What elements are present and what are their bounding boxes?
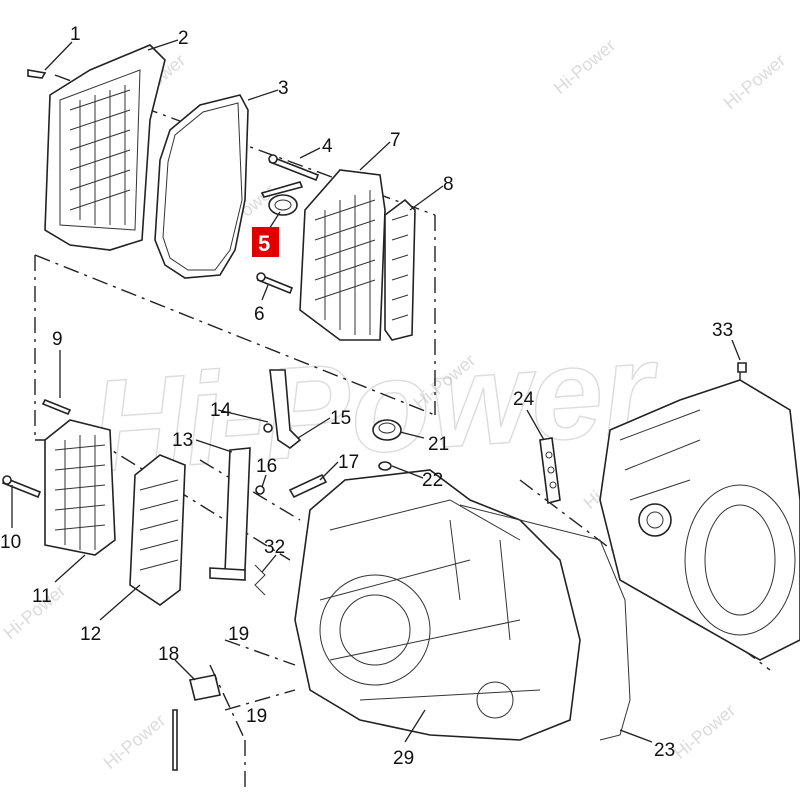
watermark-small: Hi-Power (100, 710, 170, 773)
callout-13: 13 (172, 430, 193, 451)
callout-15: 15 (330, 408, 351, 429)
callout-33: 33 (712, 320, 733, 341)
bolt-6 (256, 272, 294, 295)
detent-lever (263, 369, 302, 449)
callout-18: 18 (158, 644, 179, 665)
sensor-17 (288, 473, 328, 499)
callout-17: 17 (338, 452, 359, 473)
callout-22: 22 (422, 470, 443, 491)
callout-1: 1 (70, 24, 81, 45)
callout-23: 23 (654, 740, 675, 761)
watermark-small: Hi-Power (550, 35, 620, 98)
callout-9: 9 (52, 329, 63, 350)
callout-7: 7 (390, 130, 401, 151)
callout-11: 11 (32, 586, 52, 607)
callout-labels: 1 2 3 4 5 6 7 8 9 10 11 12 13 14 15 16 1… (0, 24, 733, 769)
transmission-case-29 (294, 469, 581, 741)
leader-lines (11, 39, 741, 743)
o-ring-22 (378, 461, 392, 471)
bolt-bottom (172, 709, 178, 771)
callout-8: 8 (443, 174, 454, 195)
callout-3: 3 (278, 78, 289, 99)
separator-plate-12 (129, 454, 186, 606)
callout-29: 29 (393, 748, 414, 769)
seal-ring-5 (260, 181, 304, 216)
callout-24: 24 (513, 389, 535, 410)
bracket-18 (189, 674, 221, 701)
callout-16: 16 (256, 456, 277, 477)
control-valve-body (299, 169, 386, 341)
manual-shaft-13 (209, 447, 251, 581)
gasket (154, 94, 249, 279)
callout-5-highlight-box (252, 227, 279, 257)
lower-valve-body (44, 419, 116, 556)
callout-6: 6 (254, 304, 265, 325)
bolt-9 (41, 398, 72, 416)
callout-19-upper: 19 (228, 624, 249, 645)
part-33 (737, 362, 747, 373)
spring-32 (254, 564, 266, 596)
callout-2: 2 (178, 28, 189, 49)
callout-4: 4 (322, 136, 333, 157)
callout-32: 32 (264, 537, 285, 558)
case-gasket-23 (459, 504, 631, 741)
valve-body-cover (27, 44, 166, 251)
callout-14: 14 (210, 400, 232, 421)
pin-16 (255, 485, 265, 495)
callout-10: 10 (0, 532, 21, 553)
separator-plate-8 (384, 198, 416, 341)
watermark-small: Hi-Power (670, 700, 740, 763)
watermark-small: Hi-Power (720, 50, 790, 113)
callout-12: 12 (80, 624, 101, 645)
bolt-10 (1, 475, 42, 499)
bracket-24 (539, 437, 561, 504)
callout-19-lower: 19 (246, 706, 267, 727)
bolt-4 (268, 154, 320, 182)
bushing-21 (372, 419, 402, 441)
callout-21: 21 (428, 434, 449, 455)
converter-housing (599, 379, 800, 661)
callout-5: 5 (258, 231, 270, 256)
